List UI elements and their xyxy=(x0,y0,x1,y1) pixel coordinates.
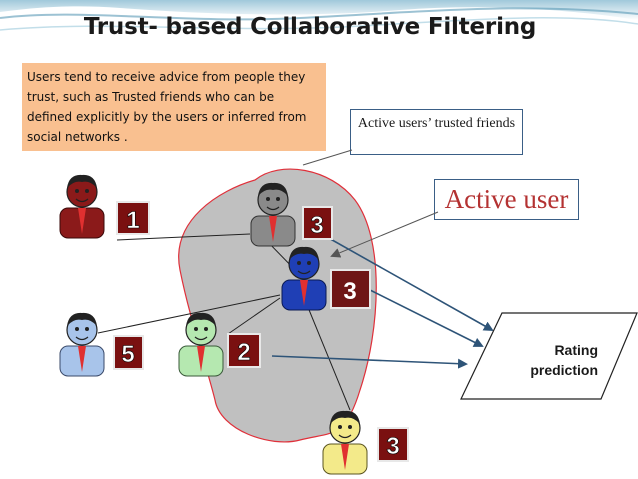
rating-prediction-label: Rating prediction xyxy=(512,340,598,380)
rating-badge-gray: 3 xyxy=(310,212,323,239)
rating-badge-active: 3 xyxy=(343,278,356,305)
arrow-from-active xyxy=(370,290,482,346)
rating-badge-yellow: 3 xyxy=(386,433,399,460)
user-dark-red-icon xyxy=(60,175,104,238)
user-light-blue-icon xyxy=(60,313,104,376)
rating-badge-dark-red: 1 xyxy=(126,207,139,234)
rating-badge-light-blue: 5 xyxy=(121,341,134,368)
note-pointer xyxy=(303,150,352,165)
rating-badge-light-green: 2 xyxy=(237,339,250,366)
